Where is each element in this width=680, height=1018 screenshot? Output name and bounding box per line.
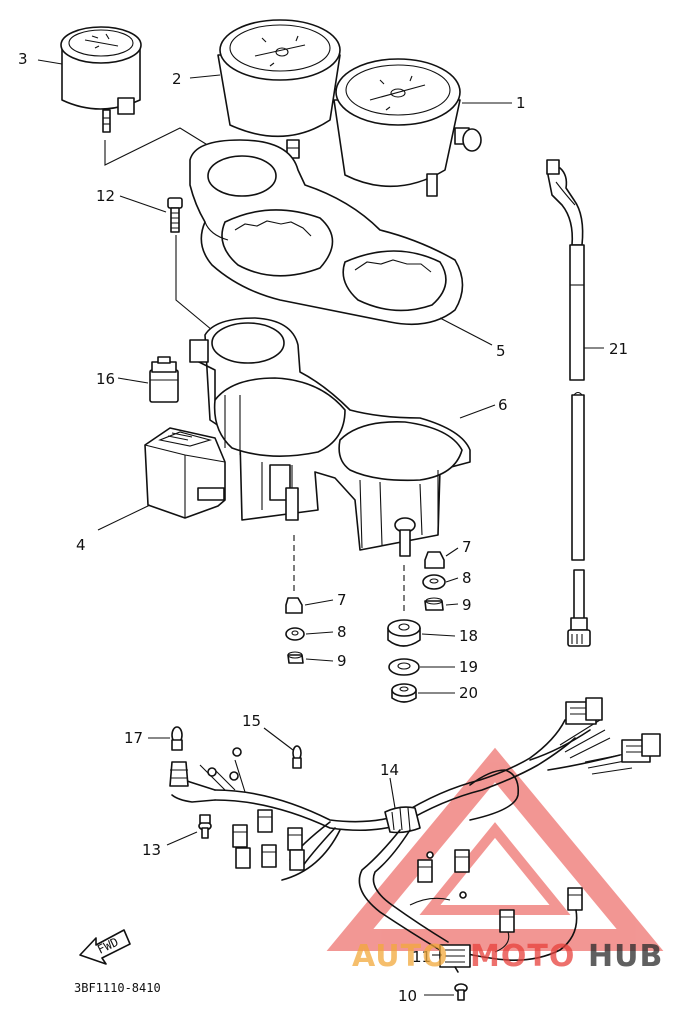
leader-13 [166, 831, 198, 846]
leader-9a [305, 658, 334, 662]
indicator-box-4 [144, 427, 226, 519]
bulb-15 [292, 745, 302, 769]
screw-13 [198, 814, 212, 839]
relay-16 [149, 356, 179, 403]
leader-8a [305, 631, 334, 635]
watermark-part1: AUTO [352, 939, 449, 974]
leader-14 [389, 777, 396, 809]
watermark-part3: HUB [588, 939, 663, 974]
guide-line-12 [175, 235, 213, 331]
callout-17: 17 [124, 729, 143, 747]
leader-4 [97, 504, 151, 531]
screw-10 [454, 983, 468, 1001]
callout-11: 11 [412, 948, 431, 966]
callout-3: 3 [18, 50, 28, 68]
leader-7a [304, 599, 334, 606]
callout-21: 21 [609, 340, 628, 358]
callout-7a: 7 [337, 591, 347, 609]
leader-2 [189, 74, 221, 79]
callout-9a: 9 [337, 652, 347, 670]
leader-8b [445, 577, 459, 583]
callout-8a: 8 [337, 623, 347, 641]
mount-stack-left [285, 535, 305, 664]
leader-3 [37, 59, 63, 65]
callout-19: 19 [459, 658, 478, 676]
watermark-part2: MOTO [470, 939, 575, 974]
grommet-stack [387, 565, 421, 703]
leader-12 [119, 195, 167, 213]
callout-8b: 8 [462, 569, 472, 587]
bracket-upper [189, 139, 464, 326]
gauge-medium [217, 19, 341, 159]
callout-12: 12 [96, 187, 115, 205]
mount-stack-right [422, 551, 446, 611]
callout-13: 13 [142, 841, 161, 859]
callout-9b: 9 [462, 596, 472, 614]
leader-18 [421, 633, 456, 637]
callout-15: 15 [242, 712, 261, 730]
watermark-text: AUTO MOTO HUB [352, 939, 663, 974]
callout-2: 2 [172, 70, 182, 88]
leader-6 [459, 404, 496, 419]
callout-7b: 7 [462, 538, 472, 556]
callout-20: 20 [459, 684, 478, 702]
leader-5 [439, 317, 493, 346]
callout-1: 1 [516, 94, 526, 112]
speedo-cable-21 [546, 159, 591, 647]
bolt-12 [167, 197, 183, 233]
callout-5: 5 [496, 342, 506, 360]
leader-15 [263, 727, 294, 751]
leader-16 [117, 377, 149, 384]
leader-9b [445, 603, 459, 606]
callout-18: 18 [459, 627, 478, 645]
callout-14: 14 [380, 761, 399, 779]
callout-4: 4 [76, 536, 86, 554]
forward-arrow-icon: FWD [79, 929, 131, 965]
callout-6: 6 [498, 396, 508, 414]
case-lower [189, 317, 471, 557]
callout-10: 10 [398, 987, 417, 1005]
callout-16: 16 [96, 370, 115, 388]
wiring-harness-14 [169, 697, 661, 973]
leader-7b [445, 547, 459, 557]
gauge-small [60, 26, 142, 133]
gauge-large [333, 58, 482, 197]
diagram-code: 3BF1110-8410 [74, 981, 161, 995]
bulb-17 [171, 726, 183, 751]
